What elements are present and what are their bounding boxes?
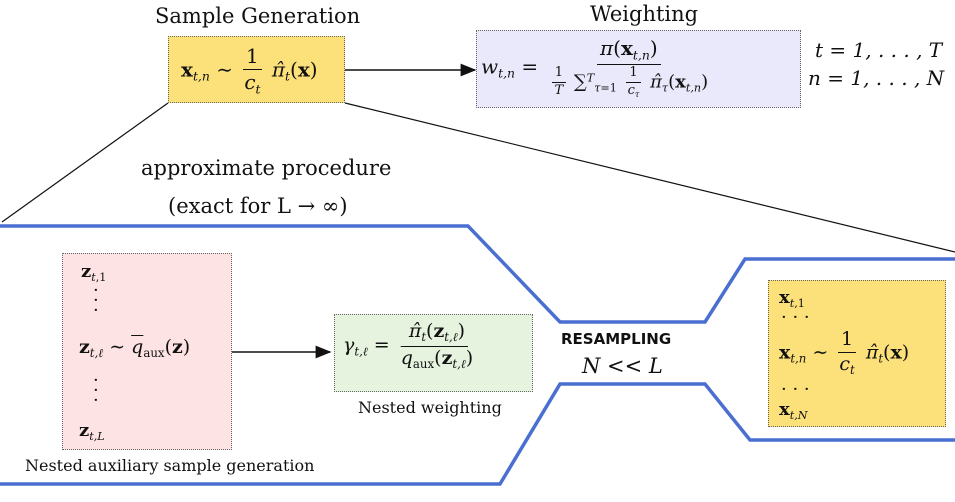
output-dots-top: · · · <box>781 307 810 328</box>
zoom-line-right <box>344 102 955 253</box>
output-x-first: xt,1 <box>779 287 805 310</box>
aux-z-ell: zt,ℓ ∼ qaux(z) <box>79 336 191 361</box>
aux-z-first: zt,1 <box>81 261 107 284</box>
nested-aux-label: Nested auxiliary sample generation <box>25 456 315 475</box>
aux-z-last: zt,L <box>79 420 105 443</box>
sample-generation-title: Sample Generation <box>155 4 361 28</box>
range-n: n = 1, . . . , N <box>808 66 945 90</box>
output-dots-bottom: · · · <box>781 379 810 400</box>
approx-procedure-line1: approximate procedure <box>141 156 392 180</box>
approx-procedure-line2: (exact for L → ∞) <box>168 194 348 218</box>
aux-vdots-top: ··· <box>93 280 99 321</box>
aux-vdots-bottom: ··· <box>93 370 99 411</box>
auxiliary-sample-box: zt,1 ··· zt,ℓ ∼ qaux(z) ··· zt,L <box>62 253 232 450</box>
nested-weighting-box: γt,ℓ = π̂t(zt,ℓ) qaux(zt,ℓ) <box>334 314 533 392</box>
funnel-bottom-line <box>0 382 955 486</box>
resampling-ratio: N << L <box>582 354 663 378</box>
nested-weighting-label: Nested weighting <box>358 398 502 417</box>
funnel-top-line <box>0 224 955 324</box>
resampling-label: RESAMPLING <box>561 330 672 348</box>
output-x-last: xt,N <box>779 399 808 422</box>
weighting-title: Weighting <box>590 2 699 26</box>
nested-weighting-formula: γt,ℓ = π̂t(zt,ℓ) qaux(zt,ℓ) <box>343 320 474 371</box>
range-t: t = 1, . . . , T <box>815 38 943 62</box>
zoom-line-left <box>1 102 169 223</box>
